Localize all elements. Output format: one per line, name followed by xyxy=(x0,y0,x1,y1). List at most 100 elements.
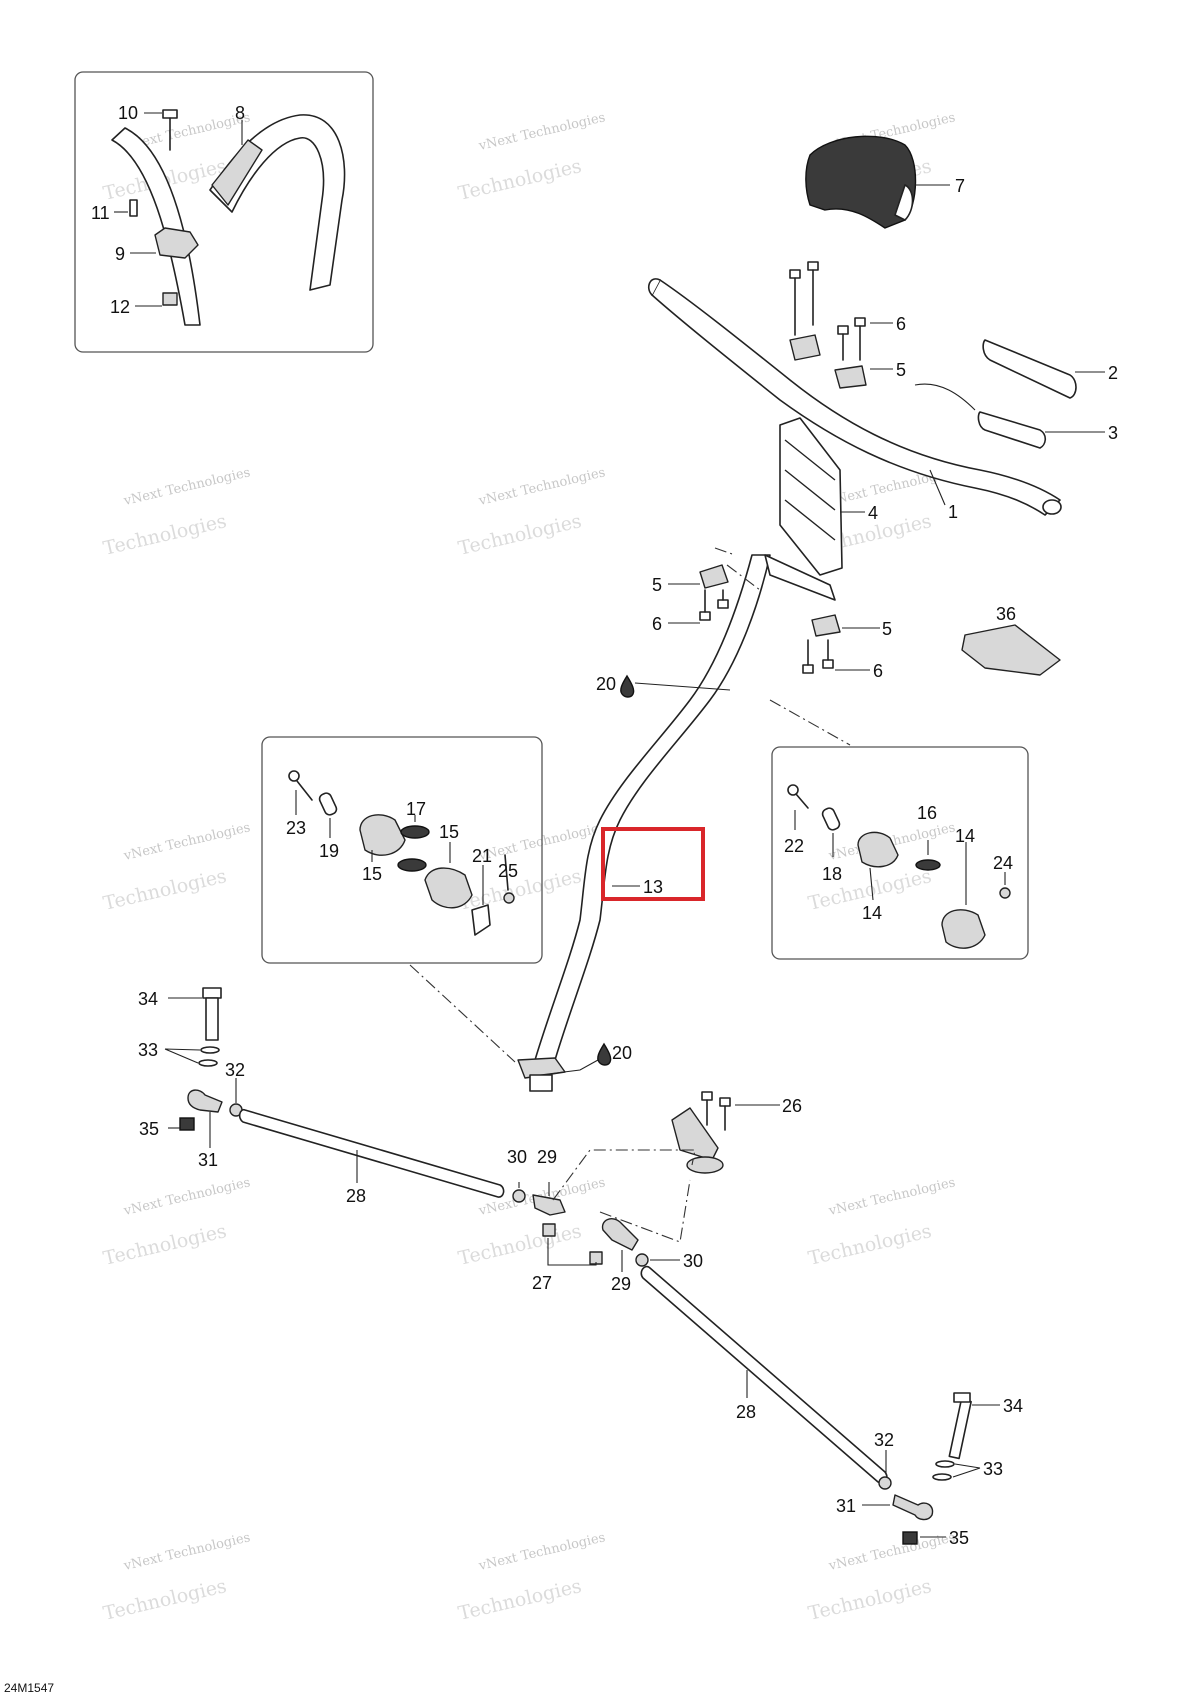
tie-rod-28 xyxy=(238,1108,505,1198)
nut-12 xyxy=(162,292,178,306)
callout-29: 29 xyxy=(537,1147,557,1167)
callout-31: 31 xyxy=(198,1150,218,1170)
watermark: Technologies xyxy=(456,155,583,205)
spring-17 xyxy=(400,825,430,839)
callout-6: 6 xyxy=(652,614,662,634)
handlebar-1 xyxy=(651,279,1061,516)
switch-housing-15 xyxy=(359,814,406,856)
callout-32: 32 xyxy=(225,1060,245,1080)
clamp-5 xyxy=(699,564,729,589)
drop-icon xyxy=(620,674,635,698)
callout-27: 27 xyxy=(532,1273,552,1293)
nut-35 xyxy=(179,1117,195,1131)
callout-22: 22 xyxy=(784,836,804,856)
callout-11: 11 xyxy=(91,203,110,223)
switch-housing-14 xyxy=(857,831,899,868)
callout-29: 29 xyxy=(611,1274,631,1294)
callout-19: 19 xyxy=(319,841,339,861)
watermark: Technologies xyxy=(101,1220,228,1270)
callout-32: 32 xyxy=(874,1430,894,1450)
callout-3: 3 xyxy=(1108,423,1118,443)
switch-housing-15 xyxy=(424,867,473,909)
watermark: Technologies xyxy=(101,865,228,915)
watermark: Technologies xyxy=(456,865,583,915)
spacer-27 xyxy=(542,1223,556,1237)
callout-36: 36 xyxy=(996,604,1016,624)
bracket-26-base xyxy=(686,1156,724,1174)
rod-end-31 xyxy=(892,1494,934,1521)
rod-end-31 xyxy=(187,1089,223,1113)
callout-14: 14 xyxy=(862,903,882,923)
nut-35 xyxy=(902,1531,918,1545)
callout-21: 21 xyxy=(472,846,492,866)
highlight-callout-13[interactable] xyxy=(601,827,705,901)
callout-1: 1 xyxy=(948,502,958,522)
watermark: Technologies xyxy=(806,1575,933,1625)
bolt-6-head xyxy=(789,269,801,279)
callout-20: 20 xyxy=(596,674,616,694)
callout-6: 6 xyxy=(896,314,906,334)
watermark: Technologies xyxy=(806,1220,933,1270)
inset-frame xyxy=(74,71,374,353)
callout-26: 26 xyxy=(782,1096,802,1116)
drop-icon xyxy=(597,1042,612,1066)
callout-35: 35 xyxy=(949,1528,969,1548)
bolt-6-head xyxy=(807,261,819,271)
watermark: vNext Technologies xyxy=(122,820,252,864)
grip-3 xyxy=(977,411,1047,449)
rod-end-29 xyxy=(601,1218,639,1251)
callout-31: 31 xyxy=(836,1496,856,1516)
inset-right: 22 18 14 16 14 24 xyxy=(771,746,1029,960)
nut-25 xyxy=(503,892,515,904)
callout-23: 23 xyxy=(286,818,306,838)
handlebar-1-end xyxy=(648,278,661,296)
watermark: Technologies xyxy=(101,510,228,560)
watermark: vNext Technologies xyxy=(122,465,252,509)
clamp-5 xyxy=(834,365,867,389)
callout-24: 24 xyxy=(993,853,1013,873)
grip-8-rubber xyxy=(211,139,263,206)
watermark: Technologies xyxy=(456,1575,583,1625)
watermark: vNext Technologies xyxy=(122,1175,252,1219)
throttle-cable xyxy=(914,383,976,411)
callout-35: 35 xyxy=(139,1119,159,1139)
bolt-34-shank xyxy=(205,997,219,1041)
callout-34: 34 xyxy=(138,989,158,1009)
callout-17: 17 xyxy=(406,799,426,819)
callout-30: 30 xyxy=(507,1147,527,1167)
nut-32 xyxy=(878,1476,892,1490)
watermark: vNext Technologies xyxy=(477,110,607,154)
handlebar-assembly: 7 1 2 3 6 5 4 xyxy=(648,135,1118,681)
watermark: vNext Technologies xyxy=(122,1530,252,1574)
callout-15: 15 xyxy=(362,864,382,884)
bolt-6-head xyxy=(854,317,866,327)
callout-33: 33 xyxy=(138,1040,158,1060)
callout-12: 12 xyxy=(110,297,130,317)
callout-6: 6 xyxy=(873,661,883,681)
callout-13: 13 xyxy=(643,877,663,897)
clamp-5 xyxy=(789,334,821,361)
watermark: vNext Technologies xyxy=(827,1175,957,1219)
callout-20: 20 xyxy=(612,1043,632,1063)
bracket-26 xyxy=(671,1107,719,1161)
grip-2 xyxy=(982,339,1077,399)
callout-5: 5 xyxy=(896,360,906,380)
callout-5: 5 xyxy=(882,619,892,639)
callout-25: 25 xyxy=(498,861,518,881)
handlebar-section xyxy=(111,127,201,326)
inset-frame xyxy=(261,736,543,964)
handlebar-1-end xyxy=(1042,499,1062,515)
nut-24 xyxy=(999,887,1011,899)
watermark: vNext Technologies xyxy=(477,1530,607,1574)
plate-36 xyxy=(961,624,1061,676)
callout-28: 28 xyxy=(346,1186,366,1206)
callout-14: 14 xyxy=(955,826,975,846)
inset-top-left: 10 8 11 9 12 xyxy=(74,71,374,353)
callout-2: 2 xyxy=(1108,363,1118,383)
spring-16 xyxy=(915,859,941,871)
watermark: vNext Technologies xyxy=(477,465,607,509)
callout-18: 18 xyxy=(822,864,842,884)
callout-15: 15 xyxy=(439,822,459,842)
inset-left: 23 19 15 17 15 21 25 xyxy=(261,736,543,964)
cover-7-edge xyxy=(894,184,914,221)
